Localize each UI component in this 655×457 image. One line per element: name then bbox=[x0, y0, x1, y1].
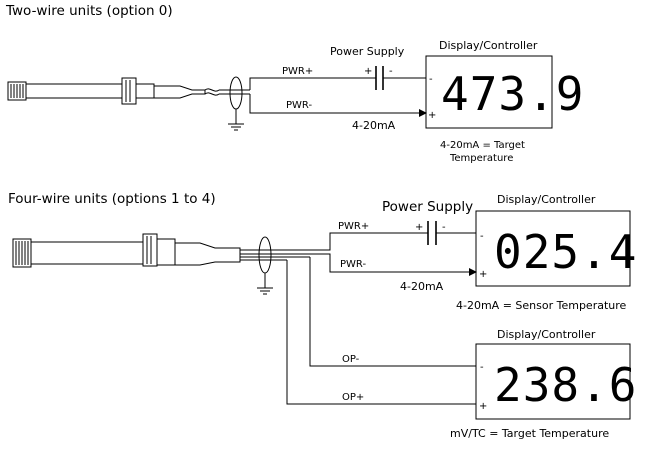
supply-minus-1: - bbox=[389, 66, 393, 77]
caption-two-wire-line1: 4-20mA = Target bbox=[440, 140, 525, 151]
display-label-1: Display/Controller bbox=[439, 39, 538, 52]
wires-two-wire bbox=[249, 77, 427, 117]
wire-label-op-minus: OP- bbox=[342, 354, 360, 365]
display-readout-2: 025.4 bbox=[494, 225, 637, 279]
cable-shield-ground-1 bbox=[219, 76, 250, 131]
power-supply-label-2: Power Supply bbox=[382, 199, 473, 215]
four-wire-title: Four-wire units (options 1 to 4) bbox=[8, 191, 216, 207]
display-label-2: Display/Controller bbox=[497, 193, 596, 206]
display-box-3 bbox=[475, 343, 631, 420]
wire-label-pwr-minus-1: PWR- bbox=[286, 100, 312, 111]
current-label-1: 4-20mA bbox=[352, 119, 396, 132]
two-wire-title: Two-wire units (option 0) bbox=[5, 3, 173, 19]
display-box-2 bbox=[475, 210, 631, 287]
display-label-3: Display/Controller bbox=[497, 328, 596, 341]
caption-sensor-temperature: 4-20mA = Sensor Temperature bbox=[456, 299, 627, 312]
display-box-1 bbox=[425, 55, 553, 129]
display-plus-3: + bbox=[479, 401, 487, 412]
power-supply-battery-1 bbox=[368, 66, 392, 90]
display-minus-3: - bbox=[480, 362, 484, 373]
wire-label-op-plus: OP+ bbox=[342, 392, 364, 403]
wire-label-pwr-minus-2: PWR- bbox=[340, 259, 366, 270]
current-label-2: 4-20mA bbox=[400, 280, 444, 293]
wire-label-pwr-plus-2: PWR+ bbox=[338, 221, 369, 232]
caption-two-wire-line2: Temperature bbox=[449, 153, 513, 164]
display-readout-1: 473.9 bbox=[441, 67, 584, 121]
supply-plus-1: + bbox=[364, 66, 372, 77]
caption-target-temperature: mV/TC = Target Temperature bbox=[450, 427, 609, 440]
display-plus-2: + bbox=[479, 269, 487, 280]
supply-minus-2: - bbox=[442, 222, 446, 233]
display-readout-3: 238.6 bbox=[494, 358, 637, 412]
display-minus-2: - bbox=[480, 231, 484, 242]
cable-shield-ground-2 bbox=[240, 236, 310, 295]
power-supply-label-1: Power Supply bbox=[330, 45, 405, 58]
sensor-probe-four-wire bbox=[12, 233, 241, 268]
power-supply-battery-2 bbox=[420, 221, 445, 245]
wire-label-pwr-plus-1: PWR+ bbox=[282, 66, 313, 77]
sensor-probe-two-wire bbox=[7, 77, 220, 105]
wires-four-wire bbox=[286, 232, 477, 405]
display-plus-1: + bbox=[428, 110, 436, 121]
supply-plus-2: + bbox=[415, 222, 423, 233]
display-minus-1: - bbox=[429, 74, 433, 85]
